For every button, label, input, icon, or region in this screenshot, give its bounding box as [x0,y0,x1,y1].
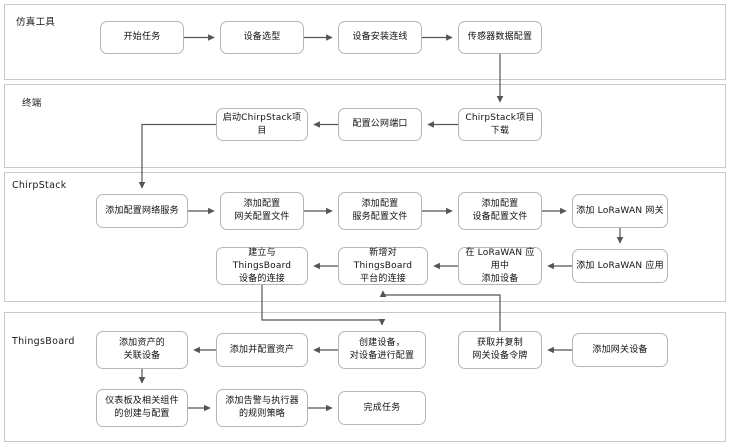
n-public-port[interactable]: 配置公网端口 [338,108,422,141]
n-chirp-start[interactable]: 启动ChirpStack项目 [216,108,308,141]
node-label-line: 仪表板及相关组件 [105,396,179,406]
swimlane-label: 仿真工具 [16,17,56,28]
node-label: 添加并配置资产 [230,344,294,357]
node-label: 开始任务 [124,31,161,44]
n-device-select[interactable]: 设备选型 [220,21,304,54]
node-label: 仪表板及相关组件的创建与配置 [105,395,179,421]
node-label-line: 网关设备令牌 [472,351,528,361]
node-label: 创建设备， 对设备进行配置 [350,337,414,363]
n-add-netsvc[interactable]: 添加配置网络服务 [96,194,188,228]
node-label-line: 添加配置 [481,199,519,209]
node-label: 建立与ThingsBoard 设备的连接 [220,247,304,286]
node-label-line: 添加配置 [243,199,281,209]
node-label-line: 启动ChirpStack项目 [222,112,302,136]
node-label: 传感器数据配置 [468,31,532,44]
node-label-line: 平台的连接 [359,273,406,284]
n-chirp-download[interactable]: ChirpStack项目下载 [458,108,542,141]
node-label-line: 添加告警与执行器 [225,396,299,406]
node-label-line: 获取并复制 [476,338,523,348]
n-sensor-config[interactable]: 传感器数据配置 [458,21,542,54]
node-label-line: 建立与ThingsBoard [232,247,292,271]
node-label: 添加配置服务配置文件 [352,198,407,224]
node-label-line: ChirpStack项目下载 [465,112,535,136]
node-label-line: 的规则策略 [238,409,285,419]
node-label-line: 添加并配置资产 [229,344,295,355]
node-label-line: 关联设备 [123,351,161,361]
node-label-line: 添加资产的 [118,338,165,348]
node-label-line: 新增对ThingsBoard [353,247,413,271]
node-label-line: 完成任务 [363,402,401,413]
node-label: 在 LoRaWAN 应用中添加设备 [462,247,538,286]
node-label-line: 的创建与配置 [114,409,170,419]
node-label: 添加 LoRaWAN 网关 [576,205,664,218]
node-label-line: 对设备进行配置 [349,351,415,361]
node-label-line: 添加 LoRaWAN 应用 [576,260,664,271]
node-label-line: 添加设备 [481,273,519,284]
n-dev-profile[interactable]: 添加配置设备配置文件 [458,192,542,230]
n-start-task[interactable]: 开始任务 [100,21,184,54]
node-label-line: 在 LoRaWAN 应用中 [465,247,535,271]
n-add-asset[interactable]: 添加并配置资产 [216,333,308,367]
node-label-line: 网关配置文件 [234,212,290,222]
n-create-device[interactable]: 创建设备， 对设备进行配置 [338,331,426,369]
n-finish-task[interactable]: 完成任务 [338,391,426,425]
node-label-line: 设备的连接 [238,273,285,284]
node-label: 设备安装连线 [352,31,407,44]
node-label-line: 添加配置 [361,199,399,209]
node-label-line: 设备配置文件 [472,212,528,222]
node-label-line: 开始任务 [123,32,161,42]
n-gw-profile[interactable]: 添加配置网关配置文件 [220,192,304,230]
node-label-line: 添加 LoRaWAN 网关 [576,205,664,216]
n-add-lorawan-app[interactable]: 添加 LoRaWAN 应用 [572,249,668,283]
node-label: 配置公网端口 [352,118,407,131]
node-label: 获取并复制网关设备令牌 [472,337,527,363]
n-build-tb-conn[interactable]: 建立与ThingsBoard 设备的连接 [216,247,308,285]
node-label: 完成任务 [364,402,401,415]
n-device-install[interactable]: 设备安装连线 [338,21,422,54]
n-get-gw-token[interactable]: 获取并复制网关设备令牌 [458,331,542,369]
node-label: 新增对ThingsBoard 平台的连接 [342,247,424,286]
n-dashboard[interactable]: 仪表板及相关组件的创建与配置 [96,389,188,427]
n-add-gw-device[interactable]: 添加网关设备 [572,333,668,367]
swimlane-label: ChirpStack [12,180,67,191]
node-label: 设备选型 [244,31,281,44]
n-add-lorawan-gw[interactable]: 添加 LoRaWAN 网关 [572,194,668,228]
n-new-tb-conn[interactable]: 新增对ThingsBoard 平台的连接 [338,247,428,285]
swimlane-label: 终端 [22,98,42,109]
node-label: 添加资产的关联设备 [119,337,165,363]
node-label: 添加网关设备 [592,344,647,357]
swimlane-label: ThingsBoard [12,336,75,347]
node-label: 添加配置设备配置文件 [472,198,527,224]
n-svc-profile[interactable]: 添加配置服务配置文件 [338,192,422,230]
node-label-line: 添加网关设备 [592,344,648,355]
node-label: ChirpStack项目下载 [462,112,538,138]
node-label: 添加配置网络服务 [105,205,179,218]
node-label-line: 传感器数据配置 [467,32,533,42]
node-label-line: 服务配置文件 [352,212,408,222]
n-asset-link-dev[interactable]: 添加资产的关联设备 [96,331,188,369]
node-label-line: 设备安装连线 [352,32,408,42]
node-label-line: 添加配置网络服务 [105,205,179,216]
node-label: 添加 LoRaWAN 应用 [576,260,664,273]
node-label: 添加配置网关配置文件 [234,198,289,224]
node-label-line: 配置公网端口 [352,119,408,129]
n-alarm-rule[interactable]: 添加告警与执行器的规则策略 [216,389,308,427]
n-add-dev-in-app[interactable]: 在 LoRaWAN 应用中添加设备 [458,247,542,285]
node-label: 添加告警与执行器的规则策略 [225,395,299,421]
node-label-line: 创建设备， [358,338,405,348]
node-label-line: 设备选型 [243,32,281,42]
node-label: 启动ChirpStack项目 [220,112,304,138]
